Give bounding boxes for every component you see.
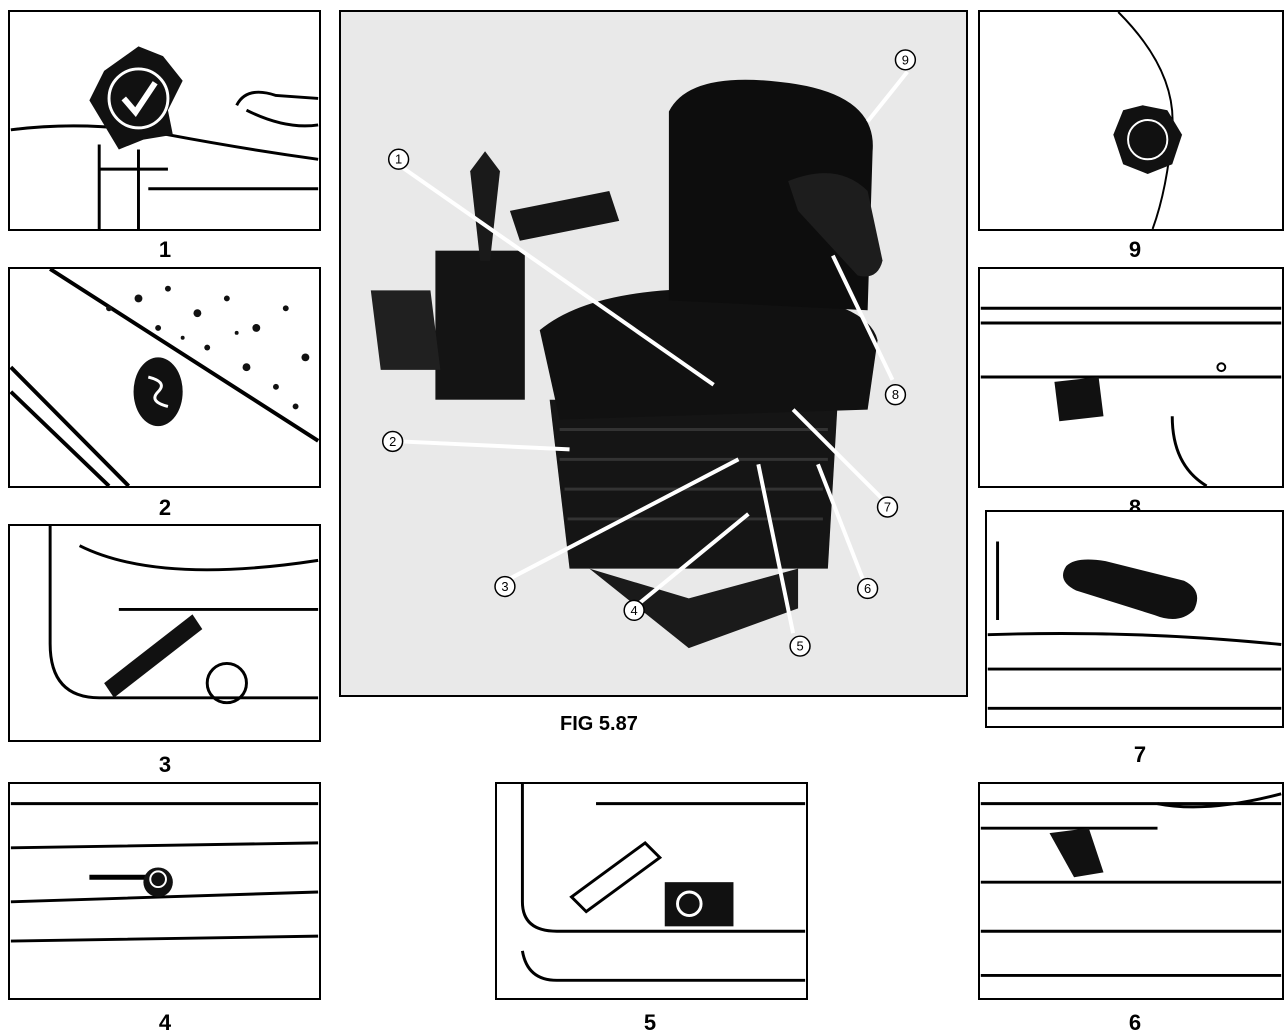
callout-4: 4	[631, 603, 638, 618]
panel-label-1: 1	[145, 237, 185, 263]
detail-panel-1	[8, 10, 321, 231]
panel-label-2: 2	[145, 495, 185, 521]
panel-label-3: 3	[145, 752, 185, 778]
small-knob-illustration	[10, 784, 319, 998]
figure-caption: FIG 5.87	[560, 713, 760, 736]
detail-panel-5	[495, 782, 808, 1000]
lever-5-illustration	[497, 784, 806, 998]
detail-panel-2	[8, 267, 321, 488]
panel-label-5: 5	[630, 1010, 670, 1036]
panel-label-4: 4	[145, 1010, 185, 1036]
panel-label-6: 6	[1115, 1010, 1155, 1036]
seat-photo-illustration: 1 2 3 4 5 6 7 8 9	[341, 12, 966, 695]
callout-3: 3	[501, 579, 508, 594]
panel-label-7: 7	[1120, 742, 1160, 768]
detail-panel-4	[8, 782, 321, 1000]
main-seat-photo: 1 2 3 4 5 6 7 8 9	[339, 10, 968, 697]
armrest-lever-illustration	[980, 269, 1282, 486]
detail-panel-3	[8, 524, 321, 742]
callout-8: 8	[892, 387, 899, 402]
detail-panel-9	[978, 10, 1284, 231]
callout-1: 1	[395, 152, 402, 167]
callout-9: 9	[902, 52, 909, 67]
recline-lever-illustration	[987, 512, 1282, 726]
callout-7: 7	[884, 500, 891, 515]
detail-panel-7	[985, 510, 1284, 728]
callout-5: 5	[796, 639, 803, 654]
height-lever-illustration	[980, 784, 1282, 998]
detail-panel-8	[978, 267, 1284, 488]
adjustment-knob-illustration	[10, 12, 319, 229]
callout-6: 6	[864, 581, 871, 596]
detail-panel-6	[978, 782, 1284, 1000]
panel-label-9: 9	[1115, 237, 1155, 263]
lumbar-knob-illustration	[980, 12, 1282, 229]
callout-2: 2	[389, 434, 396, 449]
side-knob-illustration	[10, 269, 319, 486]
lever-illustration	[10, 526, 319, 740]
